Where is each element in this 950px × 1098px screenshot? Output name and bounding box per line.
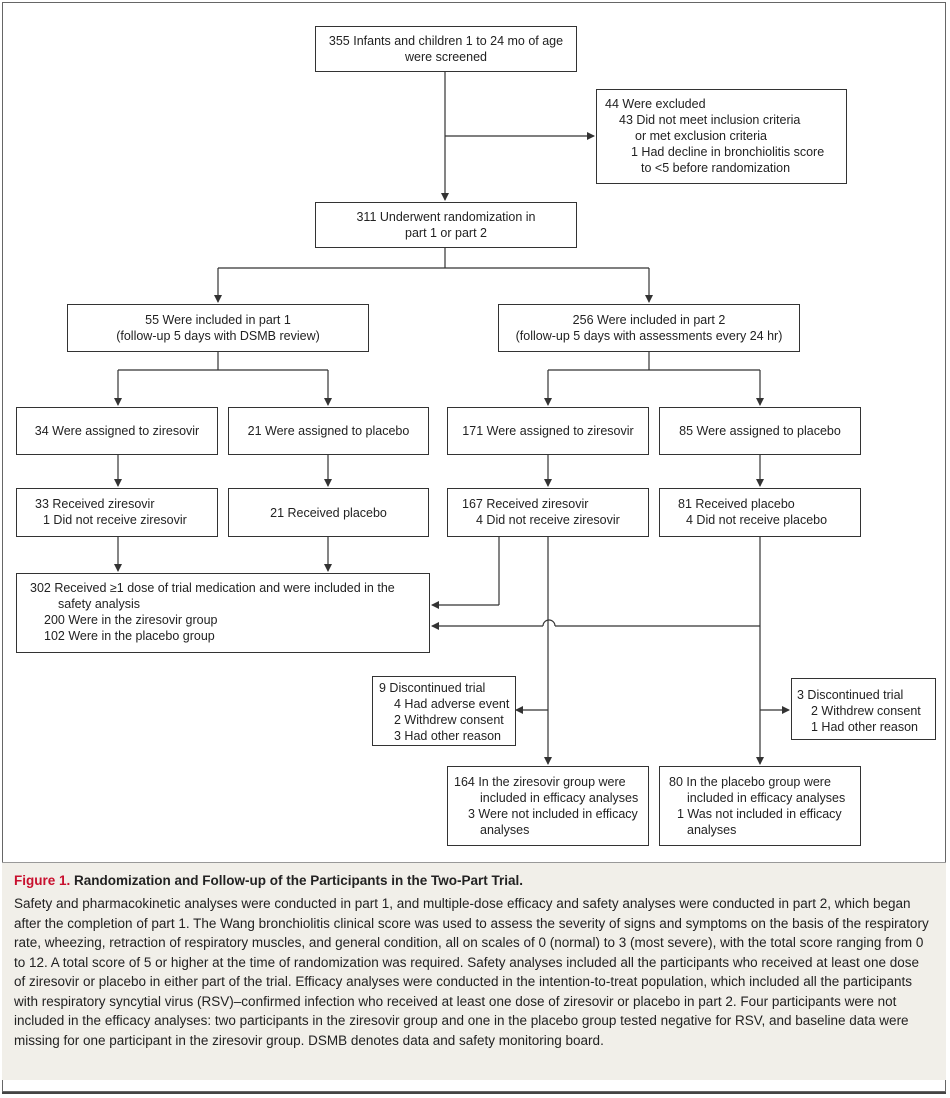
p2-ziresovir-received-line-1: 167 Received ziresovir [462,497,589,511]
part1-line-2: (follow-up 5 days with DSMB review) [116,329,320,343]
safety-line-3: 200 Were in the ziresovir group [44,613,218,627]
p1-ziresovir-received-box: 33 Received ziresovir 1 Did not receive … [16,488,218,537]
discontinued-ziresovir-line-1: 9 Discontinued trial [379,681,486,695]
efficacy-ziresovir-line-1: 164 In the ziresovir group were [454,775,626,789]
excluded-reason-2-cont: to <5 before randomization [641,161,791,175]
safety-box: 302 Received ≥1 dose of trial medication… [16,573,430,653]
efficacy-placebo-line-4: analyses [687,823,737,837]
screened-box: 355 Infants and children 1 to 24 mo of a… [315,26,577,72]
bottom-rule [2,1092,946,1094]
p2-placebo-assigned-box: 85 Were assigned to placebo [659,407,861,455]
discontinued-placebo-line-1: 3 Discontinued trial [797,688,904,702]
figure-caption: Figure 1. Randomization and Follow-up of… [2,862,946,1080]
p2-placebo-assigned-text: 85 Were assigned to placebo [679,424,841,438]
p2-ziresovir-assigned-box: 171 Were assigned to ziresovir [447,407,649,455]
caption-title: Figure 1. Randomization and Follow-up of… [14,873,934,888]
randomized-line-2: part 1 or part 2 [405,226,487,240]
p1-ziresovir-assigned-text: 34 Were assigned to ziresovir [34,424,200,438]
discontinued-placebo-line-2: 2 Withdrew consent [811,704,921,718]
efficacy-ziresovir-box: 164 In the ziresovir group were included… [447,766,649,846]
safety-line-1: 302 Received ≥1 dose of trial medication… [30,581,395,595]
safety-line-4: 102 Were in the placebo group [44,629,215,643]
p2-placebo-received-line-1: 81 Received placebo [678,497,795,511]
efficacy-placebo-box: 80 In the placebo group were included in… [659,766,861,846]
part2-box: 256 Were included in part 2 (follow-up 5… [498,304,800,352]
p2-ziresovir-received-line-2: 4 Did not receive ziresovir [476,513,620,527]
part1-line-1: 55 Were included in part 1 [145,313,291,327]
p2-ziresovir-received-box: 167 Received ziresovir 4 Did not receive… [447,488,649,537]
caption-title-text: Randomization and Follow-up of the Parti… [74,873,524,888]
efficacy-placebo-line-3: 1 Was not included in efficacy [677,807,842,821]
discontinued-placebo-line-3: 1 Had other reason [811,720,919,734]
discontinued-ziresovir-line-2: 4 Had adverse event [394,697,510,711]
randomized-line-1: 311 Underwent randomization in [356,210,536,224]
p1-placebo-received-box: 21 Received placebo [228,488,429,537]
excluded-box: 44 Were excluded 43 Did not meet inclusi… [596,89,847,184]
excluded-reason-1: 43 Did not meet inclusion criteria [619,113,801,127]
part2-line-1: 256 Were included in part 2 [572,313,726,327]
randomized-box: 311 Underwent randomization in part 1 or… [315,202,577,248]
screened-line-2: were screened [405,50,487,64]
screened-line-1: 355 Infants and children 1 to 24 mo of a… [328,34,564,48]
efficacy-placebo-line-1: 80 In the placebo group were [669,775,831,789]
p1-ziresovir-assigned-box: 34 Were assigned to ziresovir [16,407,218,455]
part1-box: 55 Were included in part 1 (follow-up 5 … [67,304,369,352]
caption-body: Safety and pharmacokinetic analyses were… [14,896,929,1048]
p1-placebo-assigned-text: 21 Were assigned to placebo [247,424,410,438]
p1-placebo-assigned-box: 21 Were assigned to placebo [228,407,429,455]
p2-placebo-received-box: 81 Received placebo 4 Did not receive pl… [659,488,861,537]
excluded-header: 44 Were excluded [605,97,706,111]
excluded-reason-1-cont: or met exclusion criteria [635,129,767,143]
discontinued-ziresovir-box: 9 Discontinued trial 4 Had adverse event… [372,676,516,746]
efficacy-placebo-line-2: included in efficacy analyses [687,791,846,805]
p2-placebo-received-line-2: 4 Did not receive placebo [686,513,828,527]
part2-line-2: (follow-up 5 days with assessments every… [515,329,783,343]
discontinued-placebo-box: 3 Discontinued trial 2 Withdrew consent … [791,678,936,740]
discontinued-ziresovir-line-3: 2 Withdrew consent [394,713,504,727]
p1-ziresovir-received-line-2: 1 Did not receive ziresovir [43,513,187,527]
efficacy-ziresovir-line-2: included in efficacy analyses [480,791,639,805]
discontinued-ziresovir-line-4: 3 Had other reason [394,729,502,743]
safety-line-2: safety analysis [58,597,140,611]
excluded-reason-2: 1 Had decline in bronchiolitis score [631,145,825,159]
efficacy-ziresovir-line-4: analyses [480,823,530,837]
flowchart-connectors [114,72,790,765]
p1-placebo-received-text: 21 Received placebo [270,505,387,520]
caption-figure-label: Figure 1. [14,873,71,888]
p1-ziresovir-received-line-1: 33 Received ziresovir [35,497,155,511]
p2-ziresovir-assigned-text: 171 Were assigned to ziresovir [462,424,634,438]
efficacy-ziresovir-line-3: 3 Were not included in efficacy [468,807,638,821]
